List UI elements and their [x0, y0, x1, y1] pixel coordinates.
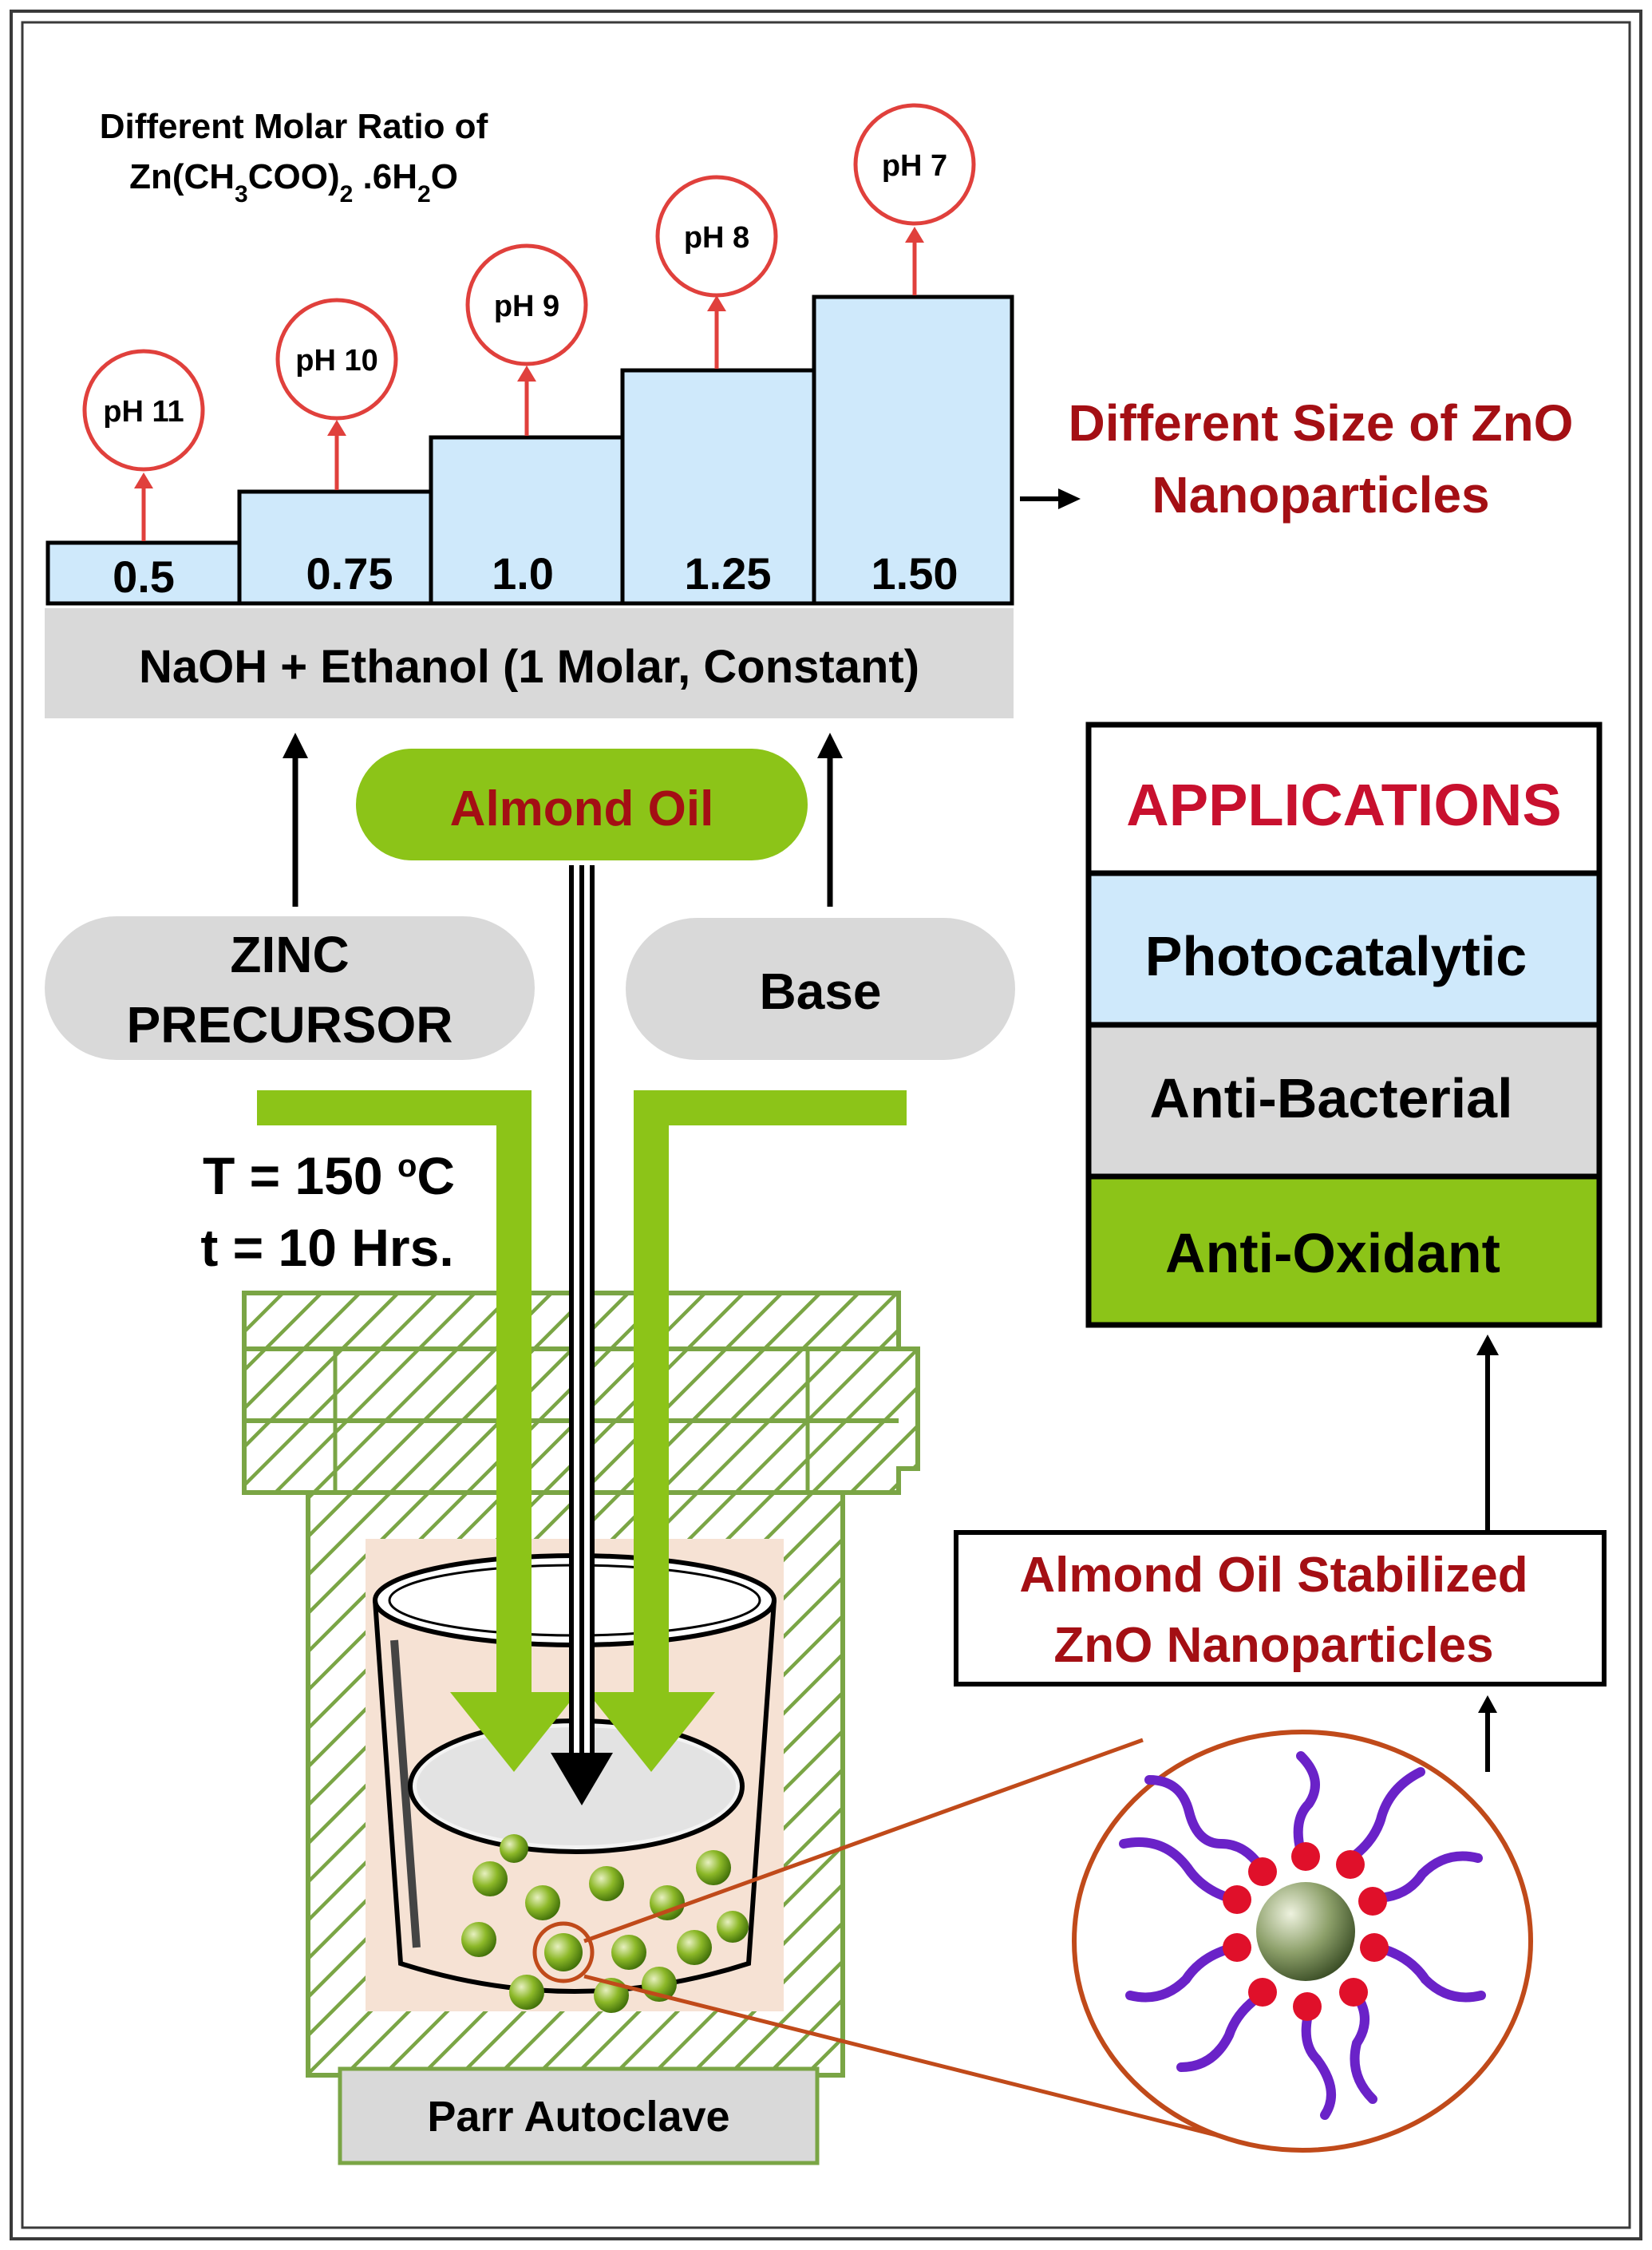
zoom-line-top — [583, 1738, 1144, 1944]
arrow-up-icon — [327, 420, 346, 436]
arrow-up-icon — [134, 473, 153, 488]
ph-circle-4 — [655, 175, 778, 298]
stabilized-label-line2: ZnO Nanoparticles — [1053, 1618, 1493, 1673]
step-ratio-5: 1.50 — [871, 548, 958, 599]
application-label-3: Anti-Oxidant — [1165, 1222, 1500, 1284]
inner-frame — [21, 21, 1631, 2229]
zoom-circle-small — [532, 1921, 595, 1983]
applications-table: APPLICATIONS Photocatalytic Anti-Bacteri… — [1085, 722, 1603, 1328]
header-line2: Zn(CH3COO)2 .6H2O — [129, 157, 458, 208]
application-cell-3 — [1085, 1173, 1603, 1328]
ph-circle-1 — [82, 349, 205, 472]
autoclave-label-box — [338, 2066, 820, 2165]
outer-frame — [10, 10, 1642, 2240]
arrow-up-icon — [905, 227, 924, 243]
zno-particles — [461, 1834, 749, 2013]
stabilized-label-line1: Almond Oil Stabilized — [1019, 1548, 1528, 1603]
autoclave-label: Parr Autoclave — [427, 2093, 729, 2141]
naoh-band — [45, 608, 1014, 718]
naoh-label: NaOH + Ethanol (1 Molar, Constant) — [139, 641, 919, 693]
step-box-4 — [620, 368, 816, 606]
step-box-3 — [429, 435, 625, 606]
ph-label-4: pH 8 — [684, 221, 749, 255]
arrow-down-icon — [551, 865, 613, 1805]
base-label: Base — [760, 963, 882, 1020]
zinc-precursor-line2: PRECURSOR — [127, 996, 453, 1054]
applications-title: APPLICATIONS — [1126, 772, 1561, 838]
output-label-line1: Different Size of ZnO — [1069, 394, 1574, 452]
application-label-1: Photocatalytic — [1145, 925, 1527, 987]
time-label: t = 10 Hrs. — [200, 1218, 453, 1277]
ph-label-2: pH 10 — [295, 344, 377, 378]
step-ratio-4: 1.25 — [685, 548, 772, 599]
ph-label-1: pH 11 — [103, 395, 184, 429]
ratio-steps: 0.5 0.75 1.0 1.25 1.50 — [45, 295, 1014, 606]
arrow-right-icon — [1058, 488, 1081, 509]
arrow-up-icon — [707, 295, 726, 311]
ph-circle-5 — [853, 103, 976, 226]
output-label-line2: Nanoparticles — [1152, 466, 1489, 524]
header-line1: Different Molar Ratio of — [100, 107, 488, 146]
ph-label-3: pH 9 — [494, 290, 559, 323]
arrow-up-icon — [1478, 1695, 1497, 1713]
arrow-up-icon — [517, 366, 536, 382]
step-box-2 — [237, 489, 433, 606]
arrow-up-icon — [817, 733, 843, 758]
arrow-up-icon — [1476, 1335, 1499, 1355]
green-feed-pipes — [257, 1090, 907, 1772]
zinc-precursor-pill — [45, 916, 535, 1060]
ph-label-5: pH 7 — [882, 149, 947, 183]
ph-markers: pH 11 pH 10 pH 9 pH 8 pH 7 — [82, 103, 976, 541]
step-ratio-3: 1.0 — [492, 548, 554, 599]
step-box-5 — [812, 295, 1014, 606]
temperature-label: T = 150 oC — [203, 1146, 455, 1205]
almond-oil-pill — [356, 749, 808, 860]
base-pill — [626, 918, 1015, 1060]
zoom-line-bottom — [583, 1974, 1220, 2138]
step-ratio-2: 0.75 — [306, 548, 393, 599]
nanoparticle-icon — [1072, 1730, 1533, 2153]
arrow-up-icon — [283, 733, 308, 758]
zinc-precursor-line1: ZINC — [230, 926, 349, 983]
stabilized-box — [954, 1530, 1607, 1687]
ph-circle-2 — [275, 298, 398, 421]
zno-core — [1256, 1882, 1355, 1981]
application-cell-2 — [1085, 1022, 1603, 1180]
application-label-2: Anti-Bacterial — [1149, 1067, 1512, 1129]
almond-oil-label: Almond Oil — [450, 781, 714, 836]
ph-circle-3 — [465, 243, 588, 366]
step-ratio-1: 0.5 — [113, 552, 175, 602]
